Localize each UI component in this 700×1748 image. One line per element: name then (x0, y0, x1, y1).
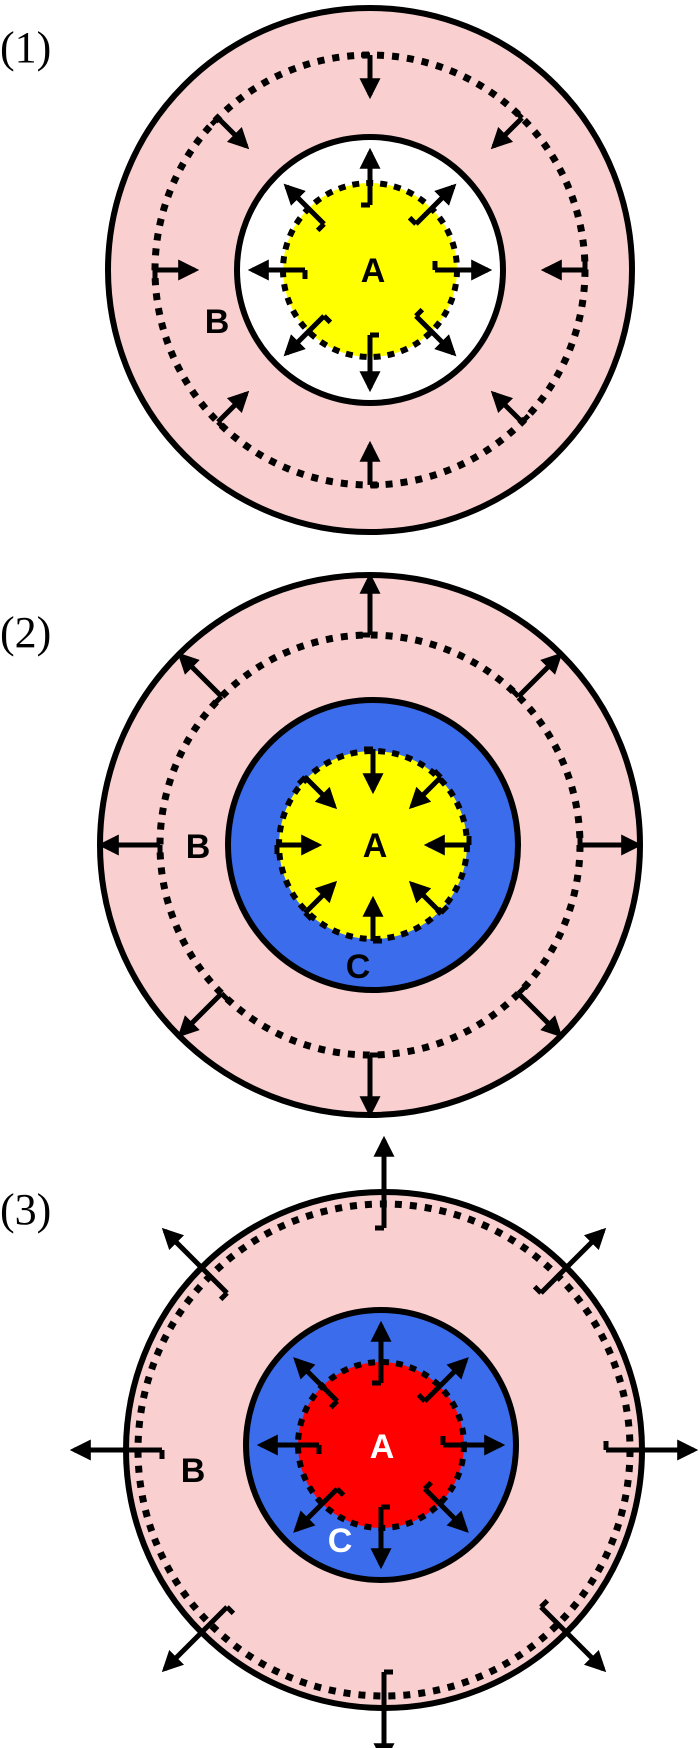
arrow-tick (516, 985, 527, 996)
arrow-tick (219, 991, 230, 1002)
arrow-tick (335, 1487, 346, 1497)
arrow (177, 991, 224, 1038)
arrow (293, 1357, 339, 1403)
arrow (283, 183, 326, 226)
arrow-tick (303, 911, 314, 922)
panel-3-core-arrows (256, 1320, 506, 1570)
panel-label-1: (1) (0, 23, 51, 72)
arrow (516, 991, 563, 1038)
arrow (423, 1487, 469, 1533)
arrow (423, 1357, 469, 1403)
arrow-tick (513, 109, 524, 120)
arrow-tick (322, 314, 333, 325)
arrow-tick (520, 413, 531, 424)
arrow (408, 880, 443, 915)
arrow-tick (407, 215, 418, 226)
panel-3: (3) A B C (0, 1135, 699, 1748)
arrow (293, 1487, 339, 1533)
arrow (516, 652, 563, 699)
arrow (408, 775, 443, 810)
panel-2-core-label: A (363, 827, 388, 865)
arrow (303, 775, 338, 810)
panel-3-middle-label: C (328, 1522, 353, 1560)
panel-1-shell-label: B (205, 303, 230, 341)
panel-2-shell-arrows (97, 572, 643, 1118)
arrow (216, 116, 250, 150)
arrow-tick (213, 694, 224, 705)
arrow-tick (216, 420, 227, 431)
panel-3-core-label: A (370, 1428, 395, 1466)
panel-2-core-arrows (274, 746, 472, 944)
arrow-tick (439, 904, 450, 915)
arrow-tick (329, 1399, 339, 1410)
arrow (177, 652, 224, 699)
panel-1: (1) A B (0, 5, 635, 535)
arrow (539, 1605, 607, 1673)
panel-1-core-arrows (247, 147, 493, 393)
panel-2-middle-label: C (346, 948, 371, 986)
panel-3-shell-label: B (181, 1452, 206, 1490)
arrow-tick (510, 688, 521, 699)
arrow-tick (315, 222, 326, 233)
panel-1-shell-arrows (152, 52, 588, 488)
panel-2-shell-label: B (186, 828, 211, 866)
panel-3-shell-arrows (69, 1135, 699, 1748)
panel-label-2: (2) (0, 608, 51, 657)
panel-2: (2) A B C (0, 572, 643, 1118)
arrow (216, 390, 250, 424)
panel-label-3: (3) (0, 1185, 51, 1234)
arrow (490, 116, 524, 150)
arrow (303, 880, 338, 915)
arrow-tick (209, 116, 220, 127)
arrow-tick (532, 1284, 543, 1295)
arrow (283, 314, 326, 357)
arrow-tick (432, 768, 443, 779)
arrow (539, 1227, 607, 1295)
arrow-tick (539, 1598, 550, 1609)
arrow-tick (416, 1393, 427, 1403)
arrow (414, 183, 457, 226)
arrow-tick (296, 775, 307, 786)
panel-1-core-label: A (361, 252, 386, 290)
arrow (490, 390, 524, 424)
arrow-tick (218, 1291, 229, 1302)
arrow-tick (414, 307, 425, 318)
arrow (161, 1227, 229, 1295)
arrow (161, 1605, 229, 1673)
arrow (414, 314, 457, 357)
arrow-tick (423, 1480, 433, 1491)
arrow-tick (225, 1605, 236, 1616)
